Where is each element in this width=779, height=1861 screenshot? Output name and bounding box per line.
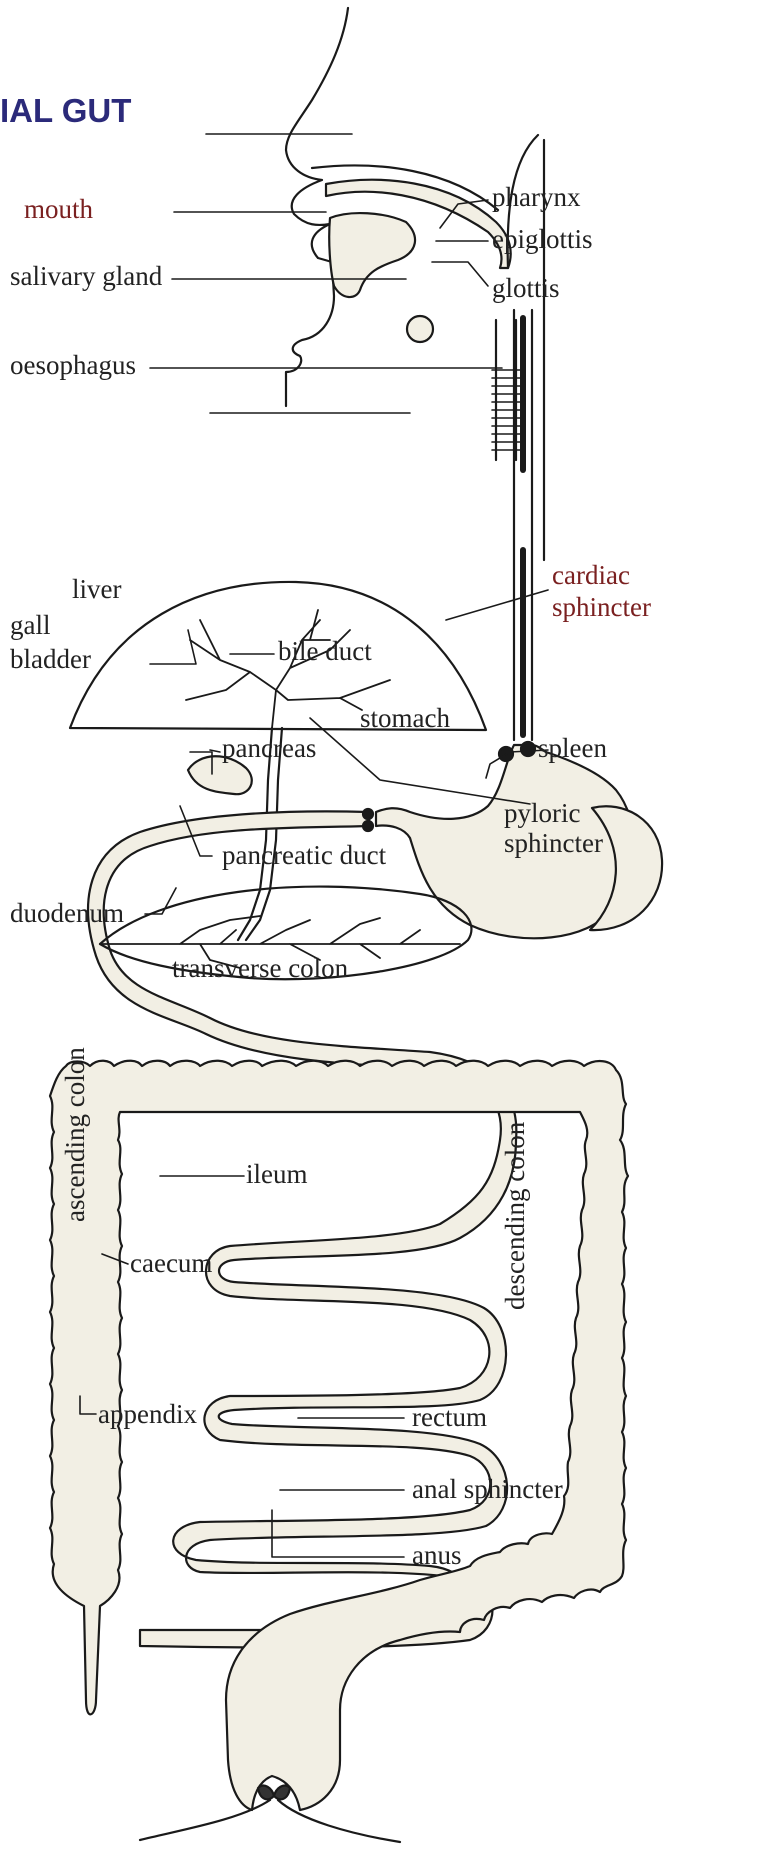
label-descending-colon: descending colon <box>500 1121 530 1310</box>
label-glottis: glottis <box>492 273 560 303</box>
cardiac-sphincter-right <box>521 742 535 756</box>
anal-sphincter-left <box>258 1786 274 1800</box>
label-spleen: spleen <box>538 733 607 763</box>
label-pyloric-sphincter-line1: pyloric <box>504 798 580 828</box>
label-oesophagus: oesophagus <box>10 350 136 380</box>
label-duodenum: duodenum <box>10 898 124 928</box>
label-ileum: ileum <box>246 1159 308 1189</box>
duodenum-tube <box>88 811 516 1647</box>
label-pancreatic-duct: pancreatic duct <box>222 840 387 870</box>
label-salivary-gland: salivary gland <box>10 261 163 291</box>
label-epiglottis: epiglottis <box>492 224 593 254</box>
tongue <box>329 213 415 297</box>
label-mouth: mouth <box>24 194 94 224</box>
label-pancreas: pancreas <box>222 733 316 763</box>
label-rectum: rectum <box>412 1402 487 1432</box>
label-cardiac-sphincter-line1: cardiac <box>552 560 630 590</box>
label-pharynx: pharynx <box>492 182 581 212</box>
label-gall-bladder-line1: gall <box>10 610 51 640</box>
label-ascending-colon: ascending colon <box>60 1047 90 1222</box>
pyloric-sphincter-bottom <box>363 821 373 831</box>
label-bile-duct: bile duct <box>278 636 372 666</box>
head-profile <box>286 8 348 406</box>
label-pyloric-sphincter-line2: sphincter <box>504 828 603 858</box>
label-caecum: caecum <box>130 1248 212 1278</box>
label-liver: liver <box>72 574 121 604</box>
label-cardiac-sphincter-line2: sphincter <box>552 592 651 622</box>
salivary-gland-shape <box>407 316 433 342</box>
pyloric-sphincter-top <box>363 809 373 819</box>
buttock-right <box>278 1800 400 1842</box>
label-gall-bladder-line2: bladder <box>10 644 91 674</box>
anal-sphincter-right <box>274 1786 290 1800</box>
label-anal-sphincter: anal sphincter <box>412 1474 563 1504</box>
label-transverse-colon: transverse colon <box>172 953 349 983</box>
label-appendix: appendix <box>98 1399 197 1429</box>
label-anus: anus <box>412 1540 462 1570</box>
label-stomach: stomach <box>360 703 450 733</box>
